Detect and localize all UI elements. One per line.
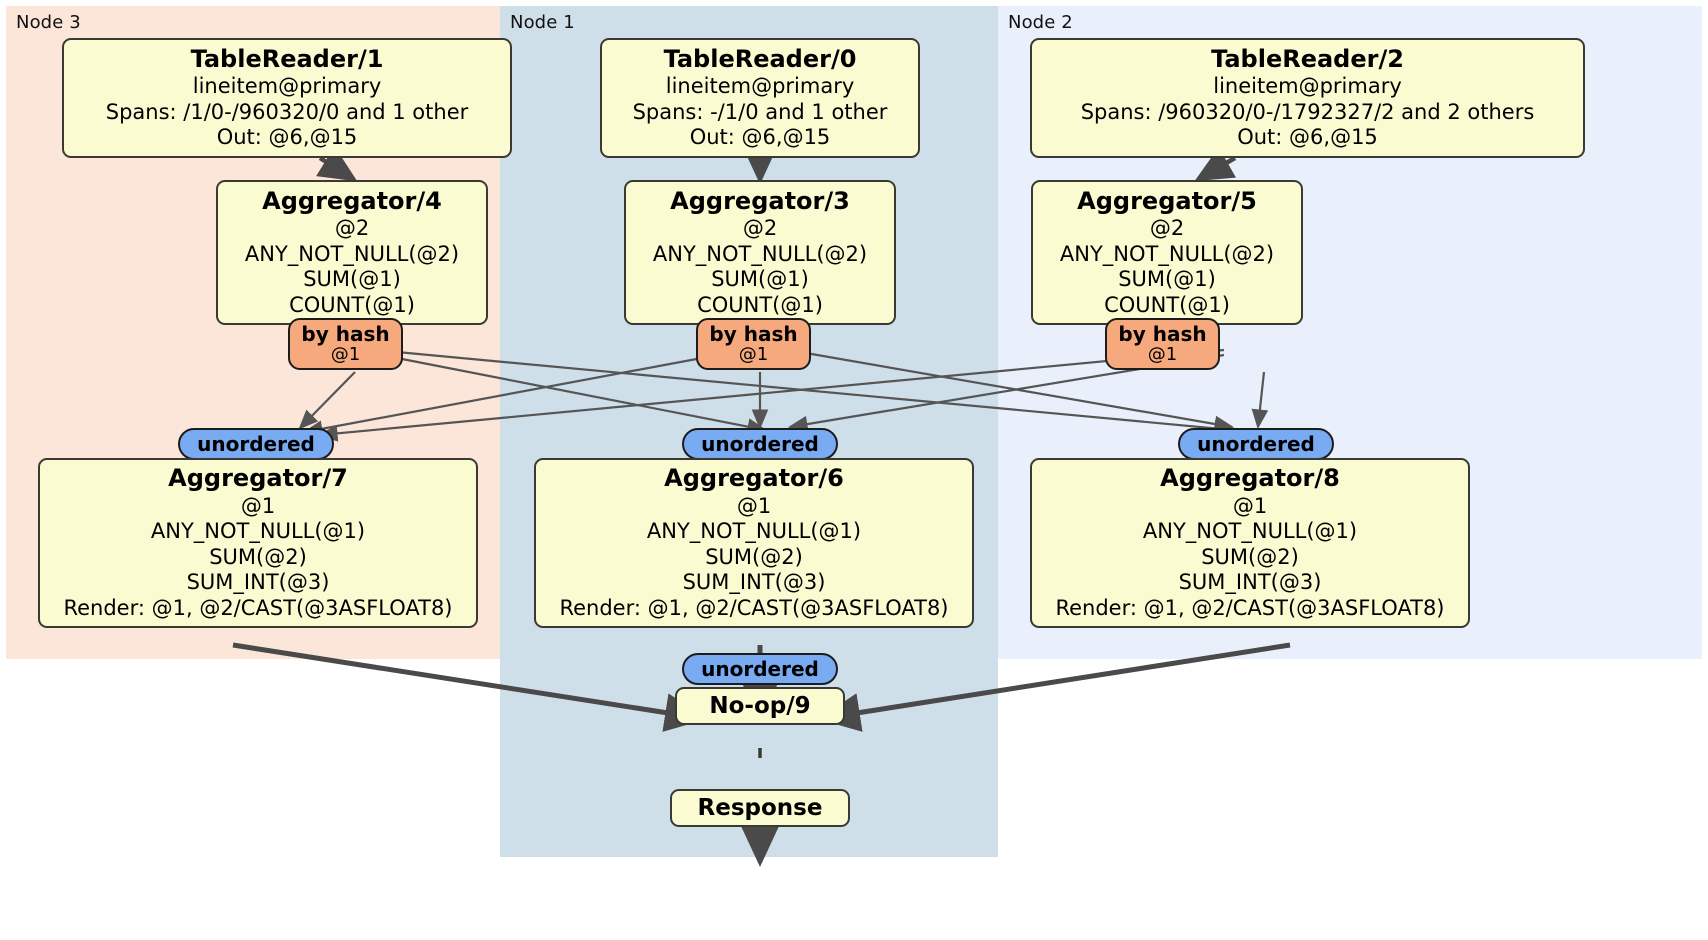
processor-title: TableReader/2: [1211, 44, 1404, 73]
badge-unordered-aggregator8[interactable]: unordered: [1178, 428, 1334, 460]
processor-tablereader1[interactable]: TableReader/1 lineitem@primary Spans: /1…: [62, 38, 512, 158]
badge-unordered-noop[interactable]: unordered: [682, 653, 838, 685]
processor-line: lineitem@primary: [1213, 74, 1402, 99]
badge-by-hash-aggregator3[interactable]: by hash @1: [696, 318, 811, 370]
badge-by-hash-aggregator4[interactable]: by hash @1: [288, 318, 403, 370]
badge-label: by hash: [709, 321, 798, 346]
processor-aggregator7[interactable]: Aggregator/7 @1 ANY_NOT_NULL(@1) SUM(@2)…: [38, 458, 478, 628]
badge-label: unordered: [701, 656, 819, 681]
processor-line: @1: [1232, 493, 1268, 518]
badge-label: unordered: [701, 431, 819, 456]
processor-line: SUM_INT(@3): [186, 570, 330, 595]
processor-line: SUM_INT(@3): [682, 570, 826, 595]
processor-title: TableReader/0: [663, 44, 857, 73]
processor-line: @1: [736, 493, 772, 518]
processor-line: Out: @6,@15: [689, 125, 831, 150]
edges-tablereader-to-aggregator: [315, 146, 1237, 185]
processor-title: Aggregator/4: [262, 186, 442, 215]
badge-sublabel: @1: [330, 344, 361, 366]
processor-noop9[interactable]: No-op/9: [675, 687, 845, 725]
badge-label: by hash: [1118, 321, 1207, 346]
processor-line: Spans: /960320/0-/1792327/2 and 2 others: [1080, 99, 1535, 124]
processor-line: ANY_NOT_NULL(@2): [244, 241, 460, 266]
processor-line: Render: @1, @2/CAST(@3ASFLOAT8): [559, 596, 949, 621]
processor-line: COUNT(@1): [1104, 292, 1230, 317]
processor-line: Render: @1, @2/CAST(@3ASFLOAT8): [1055, 596, 1445, 621]
processor-title: TableReader/1: [190, 44, 384, 73]
badge-sublabel: @1: [1147, 344, 1178, 366]
processor-title: Aggregator/7: [168, 464, 348, 493]
processor-line: @2: [334, 215, 370, 240]
processor-line: SUM(@2): [1201, 544, 1299, 569]
processor-response[interactable]: Response: [670, 789, 850, 827]
processor-line: lineitem@primary: [192, 74, 382, 99]
processor-line: Spans: -/1/0 and 1 other: [632, 99, 888, 124]
processor-line: SUM(@1): [1118, 267, 1216, 292]
processor-aggregator8[interactable]: Aggregator/8 @1 ANY_NOT_NULL(@1) SUM(@2)…: [1030, 458, 1470, 628]
processor-aggregator4[interactable]: Aggregator/4 @2 ANY_NOT_NULL(@2) SUM(@1)…: [216, 180, 488, 325]
processor-line: Out: @6,@15: [1237, 125, 1378, 150]
processor-line: Out: @6,@15: [216, 125, 358, 150]
processor-line: COUNT(@1): [289, 292, 415, 317]
processor-title: Aggregator/3: [670, 186, 850, 215]
processor-title: No-op/9: [709, 692, 811, 719]
processor-aggregator3[interactable]: Aggregator/3 @2 ANY_NOT_NULL(@2) SUM(@1)…: [624, 180, 896, 325]
badge-label: unordered: [197, 431, 315, 456]
badge-by-hash-aggregator5[interactable]: by hash @1: [1105, 318, 1220, 370]
processor-line: SUM_INT(@3): [1178, 570, 1322, 595]
processor-title: Aggregator/6: [664, 464, 844, 493]
node-label-node3: Node 3: [16, 12, 81, 33]
badge-label: by hash: [301, 321, 390, 346]
processor-title: Response: [697, 794, 823, 821]
processor-line: SUM(@1): [303, 267, 401, 292]
processor-title: Aggregator/5: [1077, 186, 1257, 215]
processor-line: ANY_NOT_NULL(@2): [652, 241, 868, 266]
processor-line: SUM(@2): [705, 544, 803, 569]
processor-tablereader2[interactable]: TableReader/2 lineitem@primary Spans: /9…: [1030, 38, 1585, 158]
processor-line: SUM(@1): [711, 267, 809, 292]
badge-unordered-aggregator7[interactable]: unordered: [178, 428, 334, 460]
processor-line: @2: [1149, 215, 1185, 240]
badge-label: unordered: [1197, 431, 1315, 456]
badge-unordered-aggregator6[interactable]: unordered: [682, 428, 838, 460]
processor-line: lineitem@primary: [665, 74, 855, 99]
badge-sublabel: @1: [738, 344, 769, 366]
processor-line: COUNT(@1): [697, 292, 823, 317]
processor-line: Spans: /1/0-/960320/0 and 1 other: [105, 99, 469, 124]
node-label-node1: Node 1: [510, 12, 575, 33]
node-label-node2: Node 2: [1008, 12, 1073, 33]
processor-tablereader0[interactable]: TableReader/0 lineitem@primary Spans: -/…: [600, 38, 920, 158]
processor-line: @2: [742, 215, 778, 240]
processor-line: ANY_NOT_NULL(@1): [150, 519, 366, 544]
processor-line: ANY_NOT_NULL(@1): [1142, 519, 1358, 544]
processor-line: @1: [240, 493, 276, 518]
processor-aggregator6[interactable]: Aggregator/6 @1 ANY_NOT_NULL(@1) SUM(@2)…: [534, 458, 974, 628]
processor-line: Render: @1, @2/CAST(@3ASFLOAT8): [63, 596, 453, 621]
processor-line: ANY_NOT_NULL(@2): [1059, 241, 1275, 266]
processor-title: Aggregator/8: [1160, 464, 1340, 493]
processor-line: ANY_NOT_NULL(@1): [646, 519, 862, 544]
processor-aggregator5[interactable]: Aggregator/5 @2 ANY_NOT_NULL(@2) SUM(@1)…: [1031, 180, 1303, 325]
processor-line: SUM(@2): [209, 544, 307, 569]
